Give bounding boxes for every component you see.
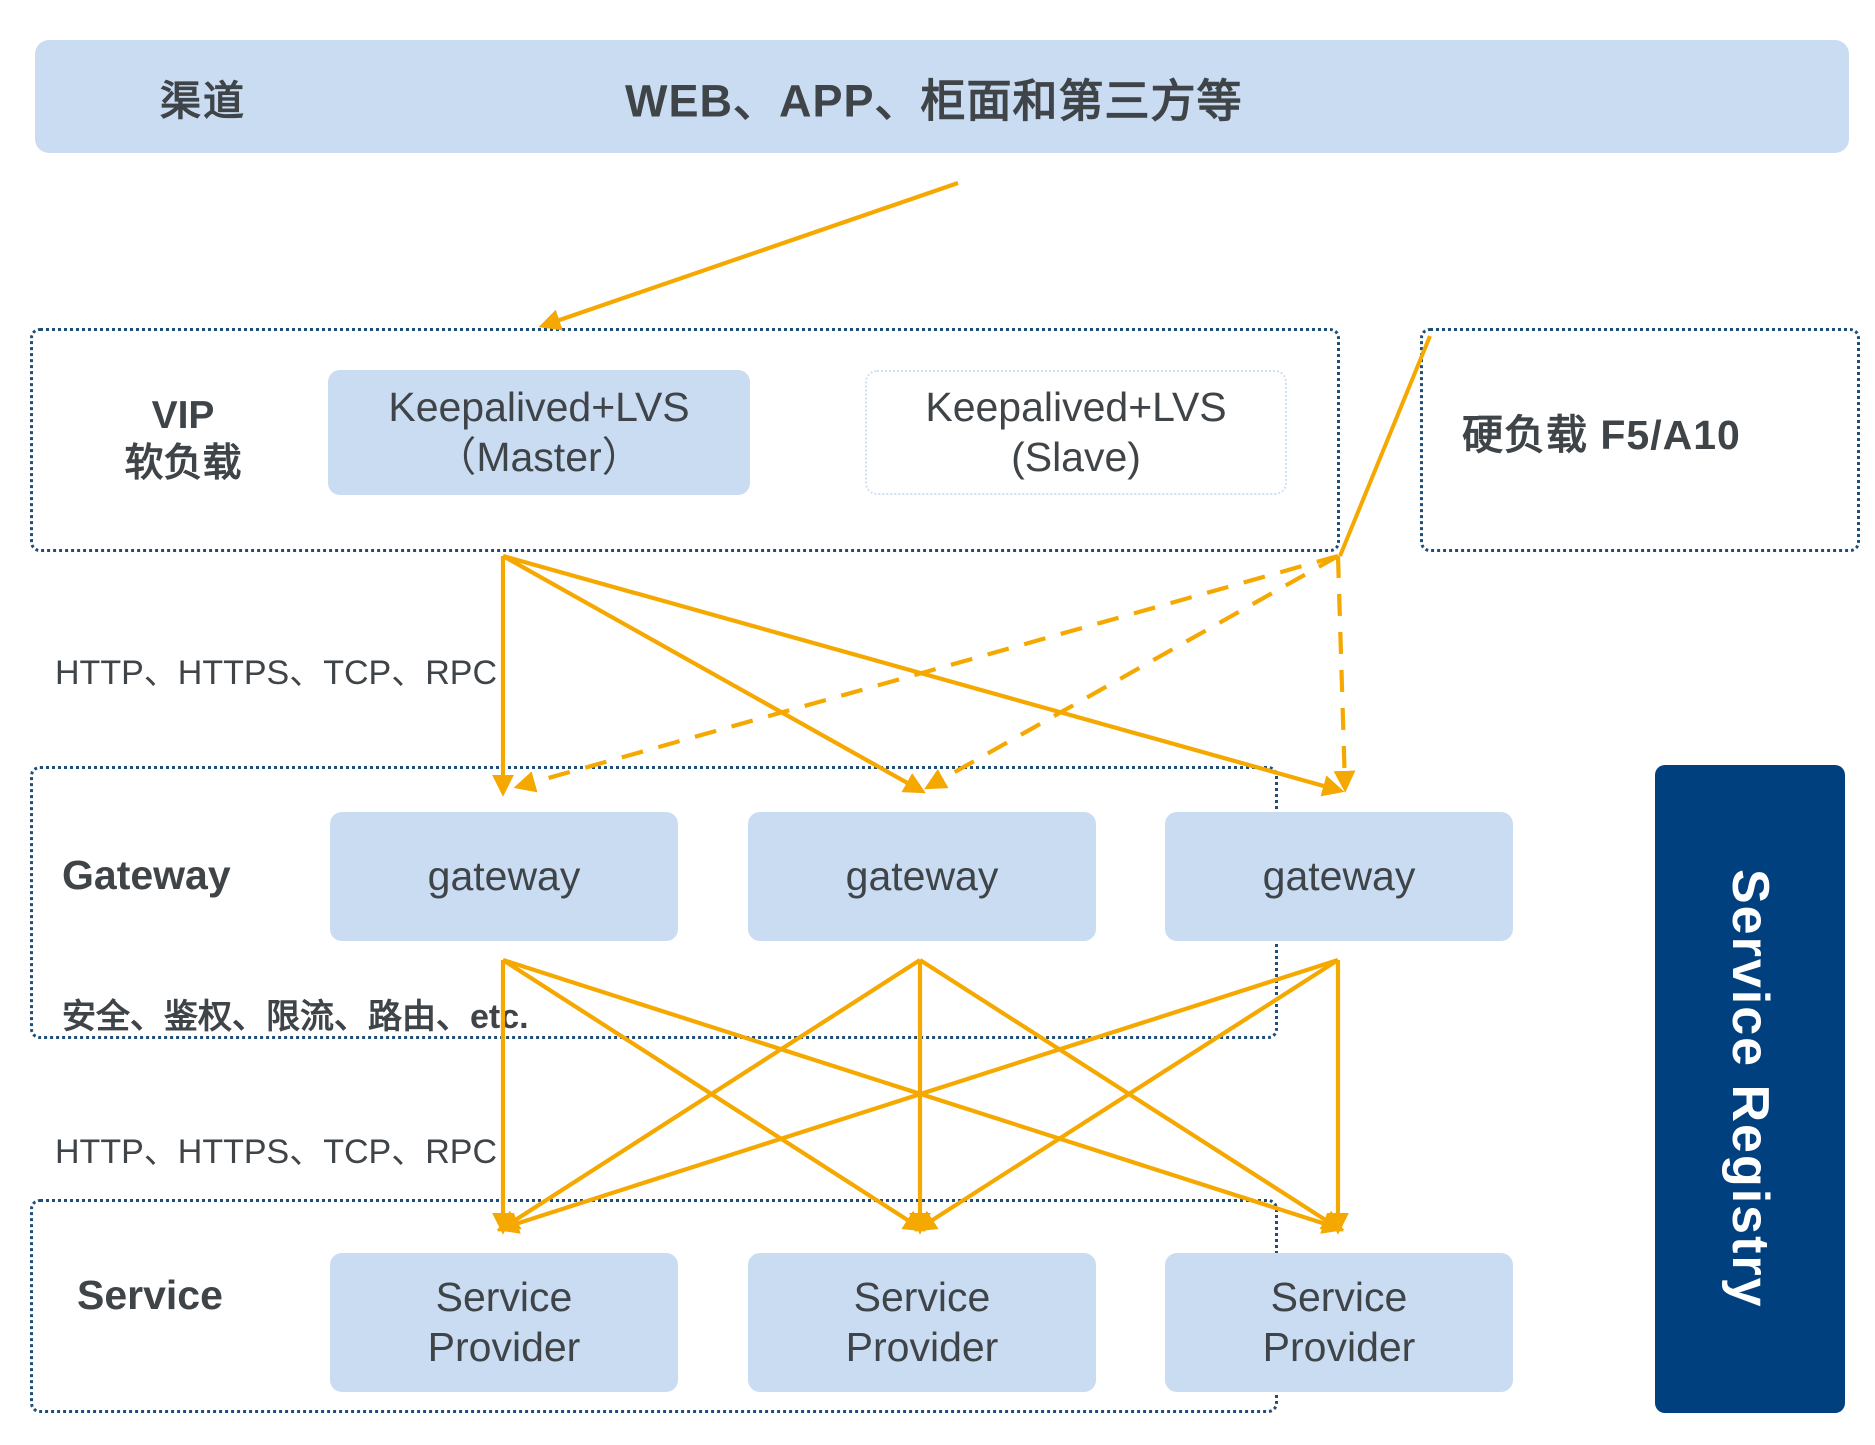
node-gateway-2[interactable]: gateway [748, 812, 1096, 941]
node-service-provider-1[interactable]: Service Provider [330, 1253, 678, 1392]
channel-label: 渠道 [160, 77, 246, 124]
caption-vip-to-gateway-protocols: HTTP、HTTPS、TCP、RPC [55, 654, 497, 692]
node-keepalived-slave[interactable]: Keepalived+LVS (Slave) [865, 370, 1287, 495]
caption-gateway-features: 安全、鉴权、限流、路由、etc. [62, 998, 529, 1036]
service-provider-3-line-1: Service [1270, 1274, 1408, 1321]
service-registry-label: Service Registry [1721, 869, 1779, 1309]
node-service-provider-2[interactable]: Service Provider [748, 1253, 1096, 1392]
gateway-3-label: gateway [1262, 852, 1416, 899]
arrow-hardlb-to-gateway-2 [924, 554, 1340, 790]
arrow-hardlb-to-gateway-1 [513, 553, 1339, 793]
gateway-1-label: gateway [427, 852, 581, 899]
keepalived-slave-line-1: Keepalived+LVS [925, 384, 1227, 431]
hardware-loadbalancer-label: 硬负载 F5/A10 [1462, 412, 1741, 458]
service-provider-1-line-1: Service [435, 1274, 573, 1321]
service-provider-1-line-2: Provider [427, 1323, 581, 1370]
node-keepalived-master[interactable]: Keepalived+LVS （Master） [328, 370, 750, 495]
vip-layer-label: VIP 软负载 [108, 392, 258, 487]
service-registry-panel[interactable]: Service Registry [1655, 765, 1845, 1413]
gateway-layer-label: Gateway [62, 852, 231, 898]
channel-banner: 渠道 WEB、APP、柜面和第三方等 [35, 40, 1849, 153]
keepalived-master-line-1: Keepalived+LVS [388, 384, 690, 431]
service-provider-2-line-1: Service [853, 1274, 991, 1321]
channel-title: WEB、APP、柜面和第三方等 [625, 75, 1243, 126]
vip-label-line-1: VIP [151, 394, 215, 437]
gateway-2-label: gateway [845, 852, 999, 899]
service-layer-label: Service [77, 1272, 223, 1318]
node-gateway-3[interactable]: gateway [1165, 812, 1513, 941]
service-provider-3-line-2: Provider [1262, 1323, 1416, 1370]
arrow-channel-to-vip [538, 181, 959, 331]
arrow-master-to-gateway-3 [502, 553, 1345, 797]
keepalived-master-line-2: （Master） [435, 433, 643, 480]
arrow-master-to-gateway-2 [501, 554, 926, 794]
caption-gateway-to-service-protocols: HTTP、HTTPS、TCP、RPC [55, 1133, 497, 1171]
node-service-provider-3[interactable]: Service Provider [1165, 1253, 1513, 1392]
arrow-hardlb-source-stub [1338, 335, 1432, 557]
keepalived-slave-line-2: (Slave) [1011, 433, 1141, 480]
arrow-hardlb-to-gateway-3 [1333, 555, 1356, 793]
service-provider-2-line-2: Provider [845, 1323, 999, 1370]
vip-label-line-2: 软负载 [124, 441, 242, 485]
node-gateway-1[interactable]: gateway [330, 812, 678, 941]
